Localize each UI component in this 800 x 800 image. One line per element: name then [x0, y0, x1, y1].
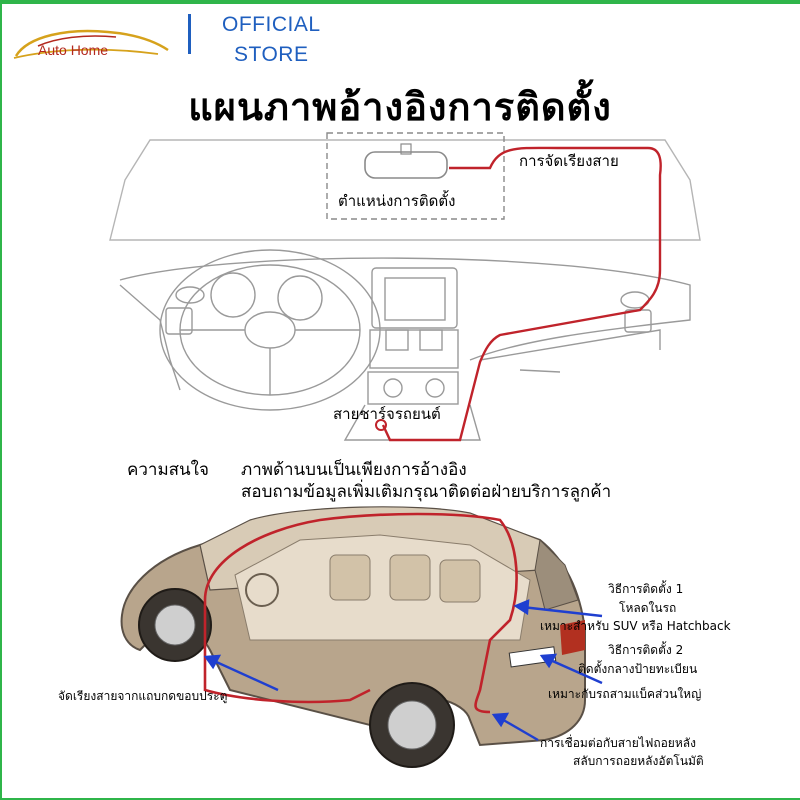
rearview-mirror-icon: [364, 151, 448, 179]
callout-arrows: [203, 599, 603, 742]
license-plate-icon: [508, 646, 557, 668]
brand-separator: [188, 14, 191, 54]
store-line-1: OFFICIAL: [222, 13, 321, 36]
mount-position-label: ตำแหน่งการติดตั้ง: [338, 192, 456, 210]
cable-routing-label: การจัดเรียงสาย: [519, 152, 619, 170]
method-2-note: เหมาะกับรถสามแบ็คส่วนใหญ่: [548, 687, 702, 701]
charger-socket-icon: [375, 419, 387, 431]
notice-label: ความสนใจ: [127, 460, 209, 480]
car-cable-route: [203, 512, 518, 714]
reverse-wire-label-2: สลับการถอยหลังอัตโนมัติ: [573, 754, 704, 768]
method-1-sub: โหลดในรถ: [619, 601, 677, 615]
brand-logo: [8, 20, 169, 70]
mount-area-box: [326, 132, 505, 220]
brand-name: Auto Home: [38, 42, 109, 58]
reverse-wire-label-1: การเชื่อมต่อกับสายไฟถอยหลัง: [540, 736, 696, 750]
method-1-title: วิธีการติดตั้ง 1: [608, 582, 684, 596]
cable-route-line: [381, 146, 662, 442]
method-2-sub: ติดตั้งกลางป้ายทะเบียน: [578, 662, 698, 676]
charger-cable-label: สายชาร์จรถยนต์: [333, 405, 441, 423]
official-store-badge: OFFICIAL STORE: [222, 10, 321, 70]
method-1-note: เหมาะสำหรับ SUV หรือ Hatchback: [540, 619, 731, 633]
car-logo-icon: [13, 29, 169, 59]
top-border: [0, 0, 800, 4]
notice-line-1: ภาพด้านบนเป็นเพียงการอ้างอิง: [241, 460, 467, 480]
page-title: แผนภาพอ้างอิงการติดตั้ง: [188, 85, 612, 129]
method-2-title: วิธีการติดตั้ง 2: [608, 643, 684, 657]
door-route-label: จัดเรียงสายจากแถบกดขอบประตู: [58, 689, 228, 703]
store-line-2: STORE: [234, 43, 309, 66]
notice-line-2: สอบถามข้อมูลเพิ่มเติมกรุณาติดต่อฝ่ายบริก…: [241, 482, 612, 502]
